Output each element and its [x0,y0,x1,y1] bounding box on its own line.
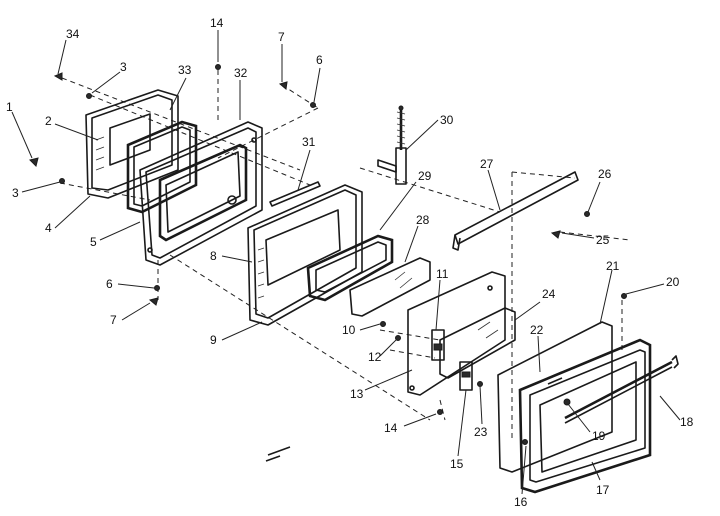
callout-25: 25 [596,233,610,247]
callout-5: 5 [90,235,97,249]
callout-11: 11 [436,267,449,281]
part-latch-30 [377,105,407,185]
fasteners [29,64,627,462]
callout-20: 20 [666,275,680,289]
callout-19: 19 [592,429,606,443]
callout-14-top: 14 [210,16,224,30]
callout-32: 32 [234,66,248,80]
callout-3-top: 3 [120,60,127,74]
callout-33: 33 [178,63,192,77]
part-hinge-bracket-11 [431,329,445,361]
part-glass-28 [349,257,431,317]
callout-12: 12 [368,350,382,364]
callout-15: 15 [450,457,464,471]
callout-16: 16 [514,495,528,509]
callout-10: 10 [342,323,356,337]
callout-17: 17 [596,483,610,497]
part-outer-glass-21 [497,321,613,473]
callout-2: 2 [45,114,52,128]
callout-labels: 34 3 1 2 3 4 5 33 32 14 7 6 30 31 29 28 … [6,16,694,509]
callout-24: 24 [542,287,556,301]
callout-29: 29 [418,169,432,183]
callout-21: 21 [606,259,620,273]
alignment-lines [59,70,631,440]
callout-14-bottom: 14 [384,421,398,435]
callout-6-top: 6 [316,53,323,67]
leader-lines [11,30,681,495]
part-door-liner-32 [139,121,263,266]
callout-4: 4 [45,221,52,235]
part-strip-31 [269,181,321,207]
callout-28: 28 [416,213,430,227]
callout-1: 1 [6,100,13,114]
callout-18: 18 [680,415,694,429]
callout-7-top: 7 [278,30,285,44]
callout-23: 23 [474,425,488,439]
callout-22: 22 [530,323,544,337]
callout-13: 13 [350,387,364,401]
callout-26: 26 [598,167,612,181]
part-gasket-33 [126,120,198,214]
callout-27: 27 [480,157,494,171]
callout-9: 9 [210,333,217,347]
callout-6-left: 6 [106,277,113,291]
part-bracket-27 [452,171,579,251]
part-handle-18 [564,355,679,424]
part-inner-panel [85,89,179,199]
part-panel-24 [407,271,516,396]
part-inner-door-8 [247,184,363,326]
callout-7-left: 7 [110,313,117,327]
callout-31: 31 [302,135,316,149]
part-window-gasket-29 [306,234,394,302]
callout-30: 30 [440,113,454,127]
callout-8: 8 [210,249,217,263]
callout-34: 34 [66,27,80,41]
callout-3-left: 3 [12,186,19,200]
